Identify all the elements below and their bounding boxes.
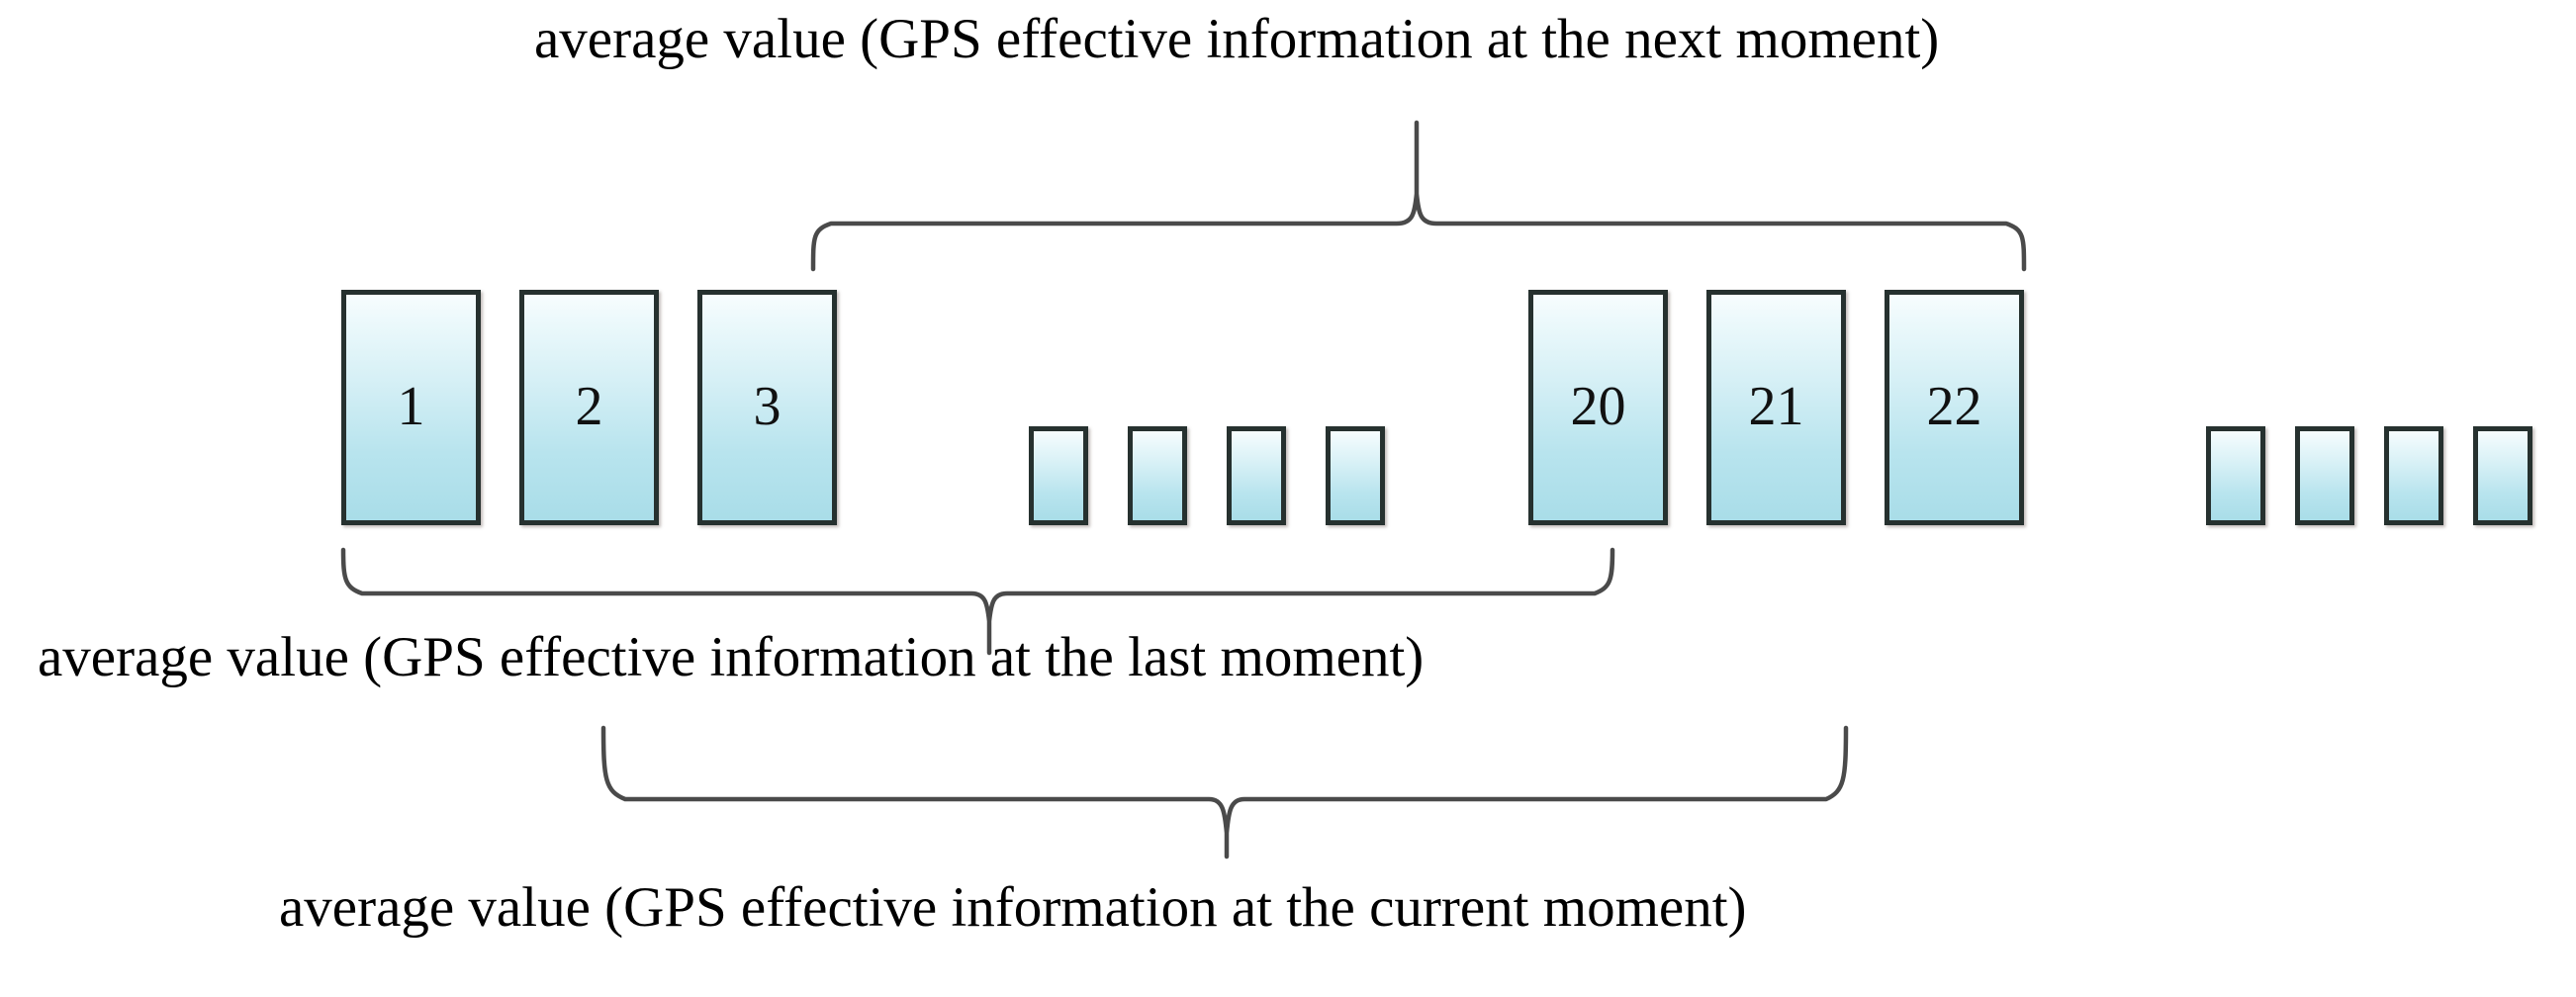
caption-current-moment: average value (GPS effective information… [279, 876, 1747, 939]
box-ellipsis-middle-2 [1128, 426, 1187, 525]
box-item-22: 22 [1885, 290, 2024, 525]
box-ellipsis-right-1 [2206, 426, 2265, 525]
box-ellipsis-right-4 [2473, 426, 2532, 525]
box-ellipsis-middle-3 [1227, 426, 1286, 525]
box-ellipsis-middle-1 [1029, 426, 1088, 525]
caption-last-moment: average value (GPS effective information… [38, 626, 1425, 688]
box-ellipsis-middle-4 [1326, 426, 1385, 525]
box-ellipsis-right-3 [2384, 426, 2443, 525]
box-ellipsis-right-2 [2295, 426, 2354, 525]
caption-next-moment: average value (GPS effective information… [534, 8, 1940, 70]
